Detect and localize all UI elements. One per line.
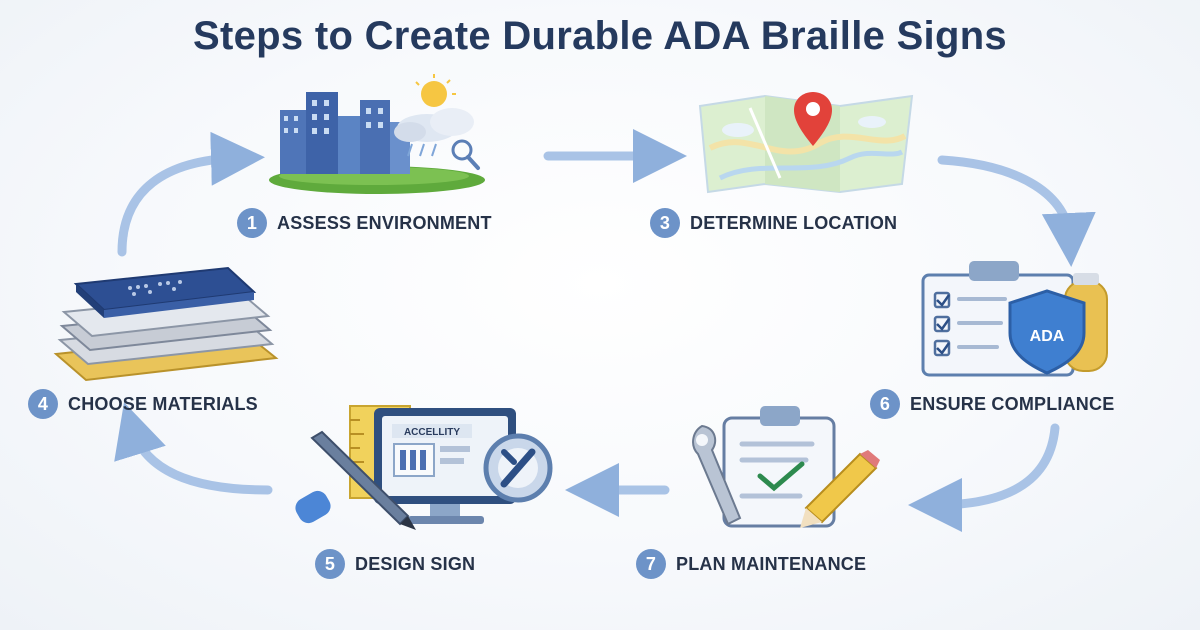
arrow-design-to-materials [114,402,273,495]
compliance-checklist-icon: ADA [921,261,1108,377]
stylus-icon [310,430,416,530]
step-design-sign: 5 DESIGN SIGN [315,549,475,579]
step-plan-maintenance: 7 PLAN MAINTENANCE [636,549,866,579]
step-determine-location: 3 DETERMINE LOCATION [650,208,897,238]
arrow-compliance-to-maintenance [908,423,1060,532]
step-label: PLAN MAINTENANCE [676,553,867,574]
step-number-badge: 7 [636,549,666,579]
step-number-badge: 1 [237,208,267,238]
step-label: DESIGN SIGN [355,553,476,574]
ada-shield-text: ADA [1030,328,1065,345]
step-number-badge: 6 [870,389,900,419]
step-label: ENSURE COMPLIANCE [910,393,1115,414]
design-monitor-icon: ACCELLITY [295,405,553,530]
monitor-screen-text: ACCELLITY [404,427,460,438]
wrench-icon [692,424,742,526]
page-title: Steps to Create Durable ADA Braille Sign… [193,14,1007,58]
materials-stack-icon [53,266,279,382]
step-number-badge: 4 [28,389,58,419]
maintenance-tools-icon [692,406,880,528]
step-number-badge: 3 [650,208,680,238]
pencil-icon [800,450,880,528]
step-ensure-compliance: 6 ENSURE COMPLIANCE [870,389,1114,419]
step-label: ASSESS ENVIRONMENT [277,212,492,233]
arrow-location-to-compliance [937,155,1096,267]
step-label: DETERMINE LOCATION [690,212,898,233]
step-number-badge: 5 [315,549,345,579]
arrow-choose-to-assess [117,131,265,257]
step-assess-environment: 1 ASSESS ENVIRONMENT [237,208,492,238]
city-weather-icon [269,74,485,194]
step-choose-materials: 4 CHOOSE MATERIALS [28,389,258,419]
map-pin-icon [698,92,914,194]
step-label: CHOOSE MATERIALS [68,393,258,414]
